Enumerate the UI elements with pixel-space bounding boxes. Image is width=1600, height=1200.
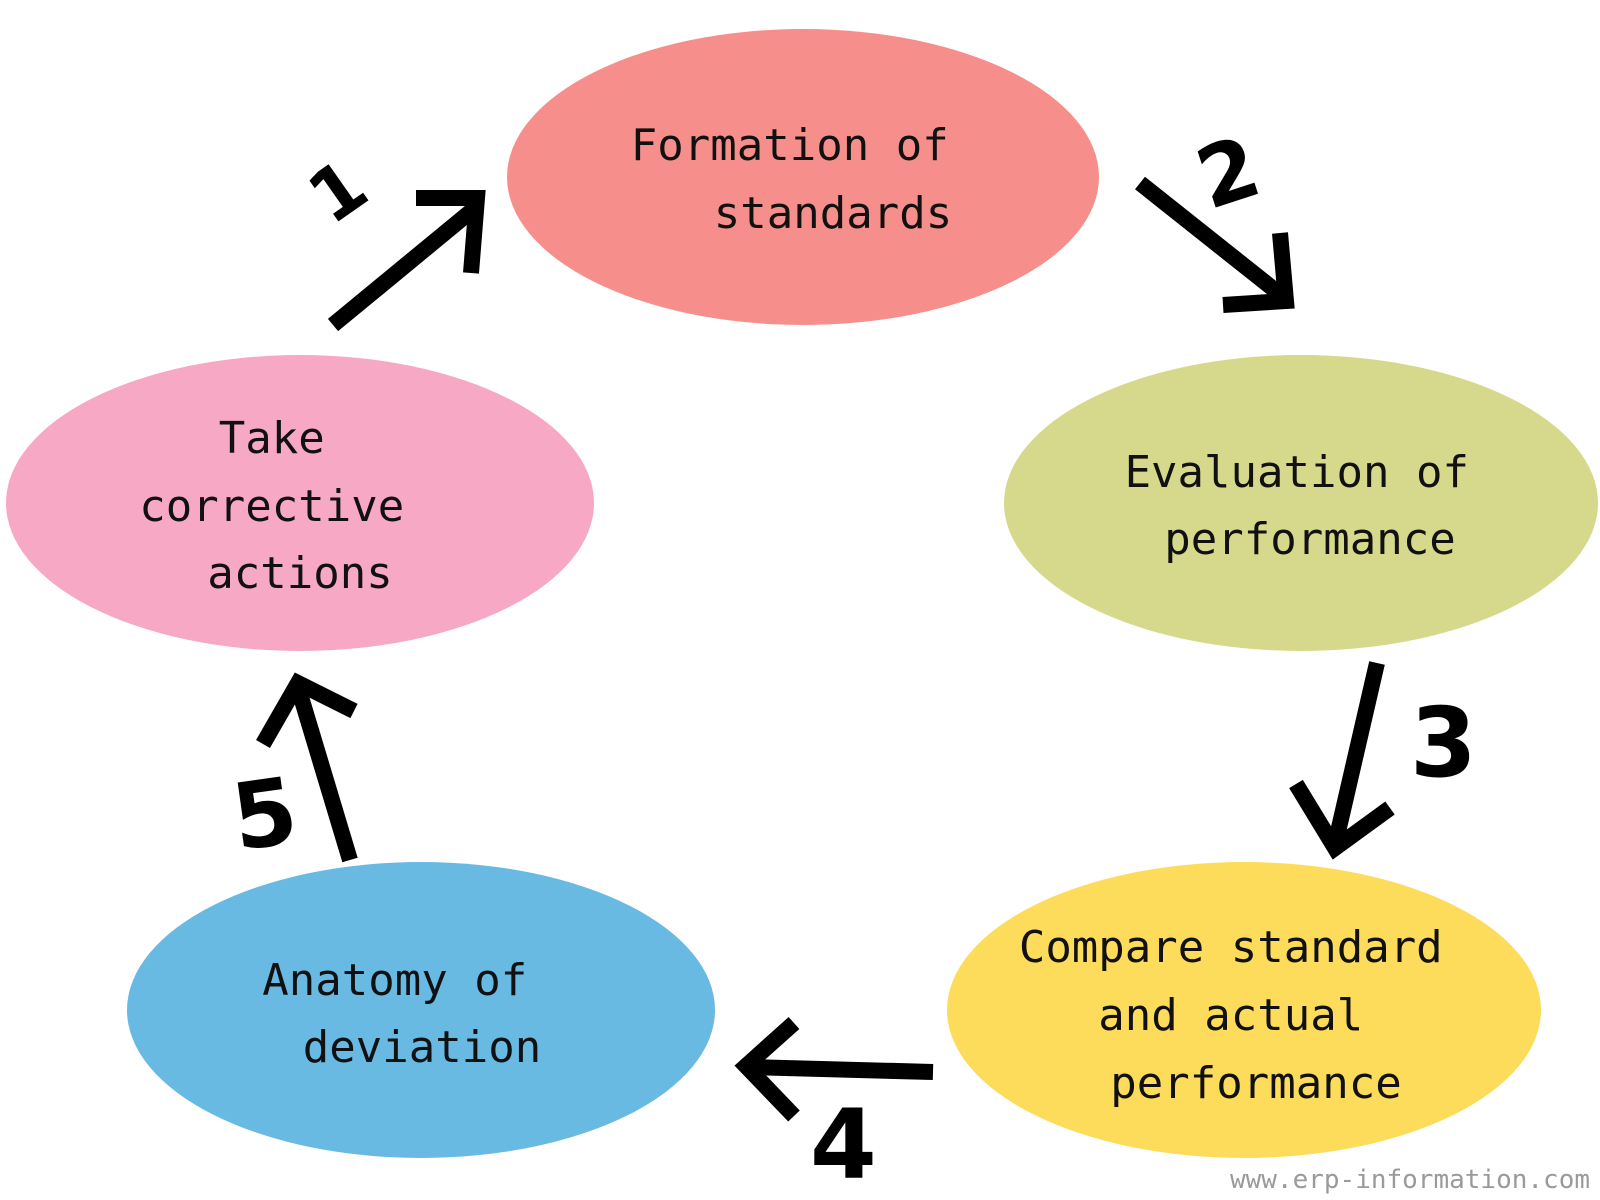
svg-text:Evaluation of performanc: Evaluation of performance [1125,447,1496,565]
node-corrective-line-3: actions [207,548,392,599]
node-take-corrective-actions: Take corrective actions [6,355,594,651]
node-evaluation-line-2: performance [1164,514,1455,565]
node-corrective-line-2: corrective [139,481,404,532]
step-number-3: 3 [1410,687,1477,799]
svg-text:Compare standard and act: Compare standard and actual performance [1019,922,1469,1109]
node-formation-of-standards: Formation of standards [507,29,1099,325]
node-formation-line-1: Formation of [631,120,949,171]
node-anatomy-of-deviation: Anatomy of deviation [127,862,715,1158]
watermark-text: www.erp-information.com [1230,1165,1590,1195]
node-compare-line-3: performance [1110,1058,1401,1109]
node-formation-line-2: standards [714,188,952,239]
step-number-4: 4 [810,1089,877,1200]
node-evaluation-of-performance: Evaluation of performance [1004,355,1598,651]
node-compare-standard-and-actual: Compare standard and actual performance [947,862,1541,1158]
arrow-step-5 [256,672,358,863]
node-evaluation-ellipse [1004,355,1598,651]
step-number-5: 5 [226,757,304,872]
node-anatomy-ellipse [127,862,715,1158]
node-anatomy-line-2: deviation [303,1022,541,1073]
node-formation-ellipse [507,29,1099,325]
node-corrective-line-1: Take [219,413,325,464]
arrow-step-2 [1135,176,1295,313]
step-number-2: 2 [1185,117,1271,228]
svg-text:Anatomy of deviation: Anatomy of deviation [262,955,553,1073]
svg-text:Formation of standards: Formation of standards [631,120,975,239]
arrow-step-3 [1289,661,1395,860]
svg-text:Take corrective ac: Take corrective actions [139,413,430,599]
arrow-step-1 [327,190,486,332]
node-compare-line-1: Compare standard [1019,922,1443,973]
node-compare-line-2: and actual [1098,990,1363,1041]
step-number-1: 1 [293,143,382,241]
node-anatomy-line-1: Anatomy of [262,955,527,1006]
arrow-step-4 [734,1017,934,1122]
node-compare-ellipse [947,862,1541,1158]
node-evaluation-line-1: Evaluation of [1125,447,1469,498]
node-corrective-ellipse [6,355,594,651]
